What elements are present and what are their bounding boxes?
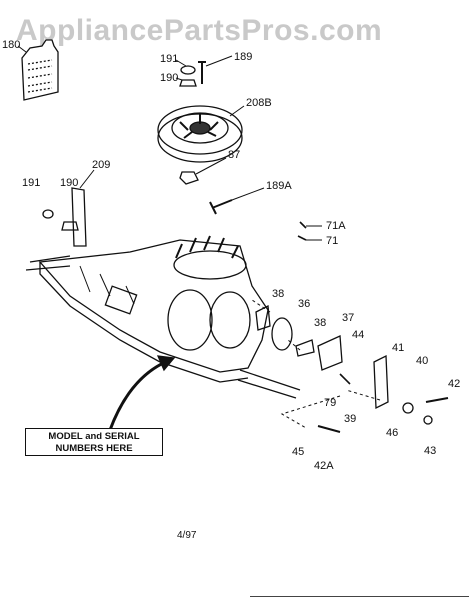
pin-79-part [339,373,351,385]
label-41: 41 [392,342,405,354]
label-189a: 189A [266,180,292,192]
label-37: 37 [342,312,355,324]
arrow-head [156,355,176,372]
left-axle [25,255,71,271]
nut-87-part [179,171,199,185]
label-190: 190 [160,72,179,84]
callout-arrow [108,358,171,431]
link-part [71,187,87,247]
part-36-disc [271,317,293,351]
model-serial-callout: MODEL and SERIAL NUMBERS HERE [25,428,163,456]
label-42: 42 [448,378,461,390]
callout-line2: NUMBERS HERE [55,443,133,454]
label-40: 40 [416,355,429,367]
bolt-42a-part [317,425,341,433]
label-44: 44 [352,329,365,341]
label-43: 43 [424,445,437,457]
part-40 [402,402,414,414]
label-180: 180 [2,39,21,51]
watermark: AppliancePartsPros.com [16,14,383,47]
oil-bottle-part [21,39,59,101]
pulley-part [157,105,243,163]
bolt-189a-part [209,199,233,215]
washer-left-part [42,209,54,219]
label-79: 79 [324,397,337,409]
callout-line1: MODEL and SERIAL [48,431,140,442]
label-71a: 71A [326,220,346,232]
part-38-right [295,339,315,357]
bolt-part [198,61,206,84]
part-37 [317,335,343,371]
washer-part [180,65,196,75]
date-code: 4/97 [177,530,197,541]
label-38-right: 38 [314,317,327,329]
nut-part [179,79,197,87]
label-191: 191 [160,53,179,65]
label-208b: 208B [246,97,272,109]
label-190-left: 190 [60,177,79,189]
nut-43-part [423,415,433,425]
bottom-rule [250,596,469,597]
pins-71-part [297,221,307,241]
label-46: 46 [386,427,399,439]
nut-left-part [61,221,79,231]
bracket-41-part [373,354,389,410]
label-36: 36 [298,298,311,310]
label-87: 87 [228,149,241,161]
label-189: 189 [234,51,253,63]
label-209: 209 [92,159,111,171]
label-39: 39 [344,413,357,425]
label-191-left: 191 [22,177,41,189]
right-axle [237,369,301,399]
label-45: 45 [292,446,305,458]
transaxle-housing [38,235,269,383]
bolt-42-part [425,397,449,403]
label-71: 71 [326,235,339,247]
label-42a: 42A [314,460,334,472]
label-38-left: 38 [272,288,285,300]
